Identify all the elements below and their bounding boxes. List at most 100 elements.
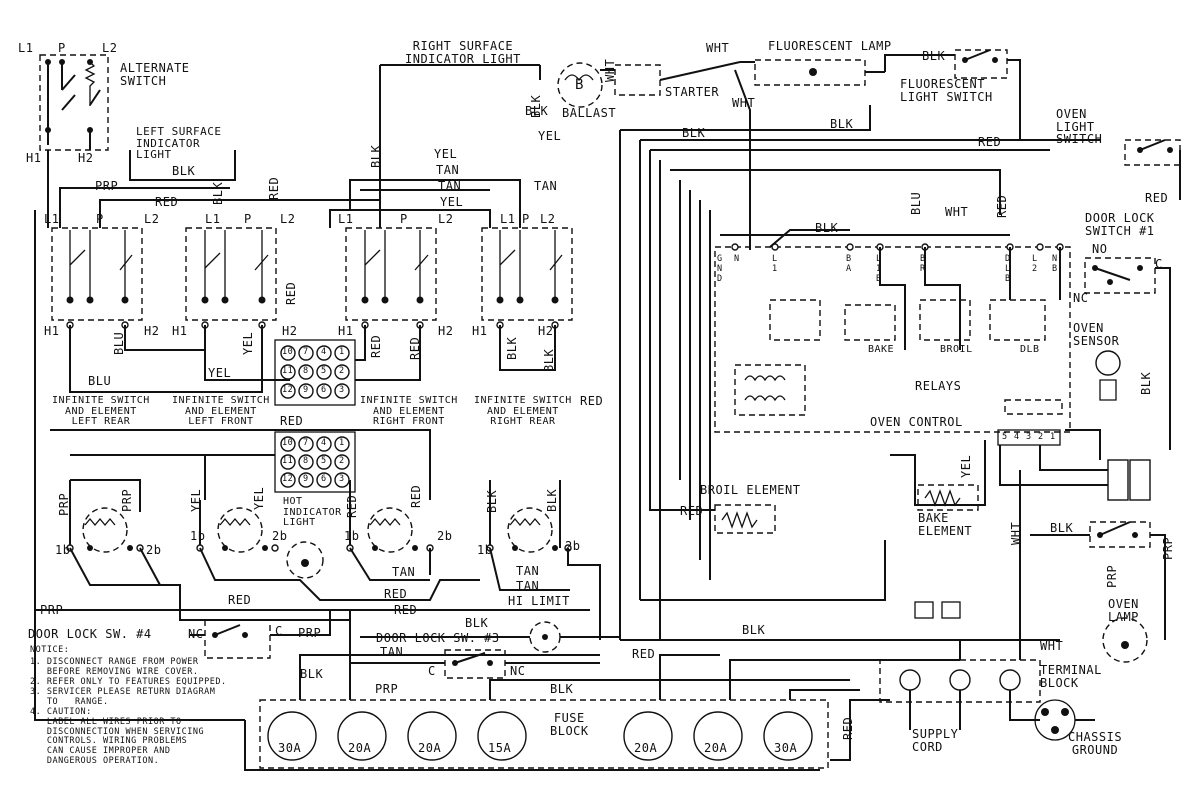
label-1b-left: 1b [55, 543, 71, 557]
relays-label: RELAYS [915, 379, 962, 393]
left-harness [34, 64, 540, 721]
wire-prp-v3: PRP [1105, 564, 1119, 588]
terminal-block-upper [50, 339, 431, 500]
wire-blu-v2: BLU [909, 191, 923, 215]
wire-blu-1: BLU [88, 374, 112, 388]
wire-red-6: RED [384, 587, 408, 601]
wire-prp-v2: PRP [120, 488, 134, 512]
tb2-8: 8 [303, 456, 309, 466]
bake-element-label: BAKE ELEMENT [918, 511, 973, 538]
sensor-pin-5: 5 [1002, 432, 1008, 442]
control-harness [619, 105, 1100, 660]
wire-blu-v1: BLU [112, 331, 126, 355]
sw-rf-h1: H1 [338, 324, 354, 338]
wire-tan-4: TAN [392, 565, 416, 579]
fluorescent-light-switch-label: FLUORESCENT LIGHT SWITCH [900, 77, 993, 104]
infinite-rr-label: INFINITE SWITCH AND ELEMENT RIGHT REAR [474, 395, 572, 427]
tb2-7: 7 [303, 438, 309, 448]
wire-blk-1: BLK [172, 164, 196, 178]
chassis-ground-label: CHASSIS GROUND [1068, 730, 1123, 757]
label-l1: L1 [18, 41, 34, 55]
label-1b-rr: 1b [477, 543, 493, 557]
label-no: NO [1092, 242, 1108, 256]
wire-tan-3: TAN [534, 179, 558, 193]
wire-red-9: RED [580, 394, 604, 408]
wire-blk-3: BLK [682, 126, 706, 140]
wire-red-4: RED [280, 414, 304, 428]
notice-item-3: 3. SERVICER PLEASE RETURN DIAGRAM TO RAN… [30, 687, 216, 707]
tb2-11: 11 [282, 456, 294, 466]
fuse-2: 20A [348, 741, 372, 755]
sw-rf-h2: H2 [438, 324, 454, 338]
tb2-12: 12 [282, 474, 294, 484]
label-2b-rr: 2b [565, 539, 581, 553]
sensor-pin-3: 3 [1026, 432, 1032, 442]
wire-red-v7: RED [995, 194, 1009, 218]
wire-yel-2: YEL [440, 195, 464, 209]
wire-red-v5: RED [345, 494, 359, 518]
tb-9: 9 [303, 385, 309, 395]
oven-control [714, 243, 1071, 433]
fuse-block-label: FUSE BLOCK [550, 711, 589, 738]
terminal-block-supply [879, 601, 1095, 741]
label-2b-rf: 2b [437, 529, 453, 543]
sensor-pin-2: 2 [1038, 432, 1044, 442]
terminal-block-label: TERMINAL BLOCK [1040, 663, 1102, 690]
sw-rr-l2: L2 [540, 212, 556, 226]
wire-red-v4: RED [408, 336, 422, 360]
bake-label: BAKE [868, 344, 895, 355]
tb2-1: 1 [339, 438, 345, 448]
wire-red-broil: RED [680, 504, 704, 518]
right-surface-indicator-label: RIGHT SURFACE INDICATOR LIGHT [405, 39, 521, 66]
sw-lr-l1: L1 [44, 212, 60, 226]
label-c-3: C [428, 664, 436, 678]
oven-control-label: OVEN CONTROL [870, 415, 963, 429]
fluorescent-section [539, 49, 1021, 250]
tb2-3: 3 [339, 474, 345, 484]
oven-sensor-label: OVEN SENSOR [1073, 321, 1120, 348]
wire-red-v3: RED [369, 334, 383, 358]
wire-red-3: RED [1145, 191, 1169, 205]
wire-blk-9: BLK [550, 682, 574, 696]
tb-2: 2 [339, 366, 345, 376]
wire-blk-4: BLK [830, 117, 854, 131]
wire-blk-2: BLK [525, 104, 549, 118]
wire-yel-v4: YEL [959, 454, 973, 478]
notice-item-4: 4. CAUTION: LABEL ALL WIRES PRIOR TO DIS… [30, 707, 205, 766]
sw-lf-l2: L2 [280, 212, 296, 226]
wire-red-v1: RED [267, 176, 281, 200]
notice-title: NOTICE: [30, 645, 70, 655]
broil-element-label: BROIL ELEMENT [700, 483, 801, 497]
tb-11: 11 [282, 366, 294, 376]
wire-blk-v3: BLK [505, 336, 519, 360]
tb-5: 5 [321, 366, 327, 376]
pin-l2: L 2 [1032, 254, 1038, 274]
sw-rr-h2: H2 [538, 324, 554, 338]
wire-wht-terminal: WHT [1040, 639, 1064, 653]
wire-blk-v8: BLK [1139, 371, 1153, 395]
fluorescent-lamp-label: FLUORESCENT LAMP [768, 39, 892, 53]
oven-light-door-lock [997, 139, 1181, 663]
label-nc-4: NC [188, 627, 204, 641]
wire-red-v8: RED [841, 716, 855, 740]
wire-yel-3: YEL [538, 129, 562, 143]
fuse-6: 20A [704, 741, 728, 755]
wire-red-v2: RED [284, 281, 298, 305]
pin-gnd: G N D [717, 254, 723, 284]
sw-rf-l1: L1 [338, 212, 354, 226]
tb2-10: 10 [282, 438, 294, 448]
pin-ba: B A [846, 254, 852, 274]
tb2-2: 2 [339, 456, 345, 466]
wire-blk-v4: BLK [542, 348, 556, 372]
notice-item-2: 2. REFER ONLY TO FEATURES EQUIPPED. [30, 677, 227, 687]
sw-rr-p: P [522, 212, 530, 226]
element-circuits [35, 479, 601, 640]
wire-tan-6: TAN [516, 579, 540, 593]
oven-light-switch-label: OVEN LIGHT SWITCH [1056, 107, 1103, 147]
fuse-3: 20A [418, 741, 442, 755]
wire-prp-2: PRP [40, 603, 64, 617]
wire-wht-starter: WHT [732, 96, 756, 110]
wire-wht-v1: WHT [603, 58, 617, 82]
tb-10: 10 [282, 347, 294, 357]
